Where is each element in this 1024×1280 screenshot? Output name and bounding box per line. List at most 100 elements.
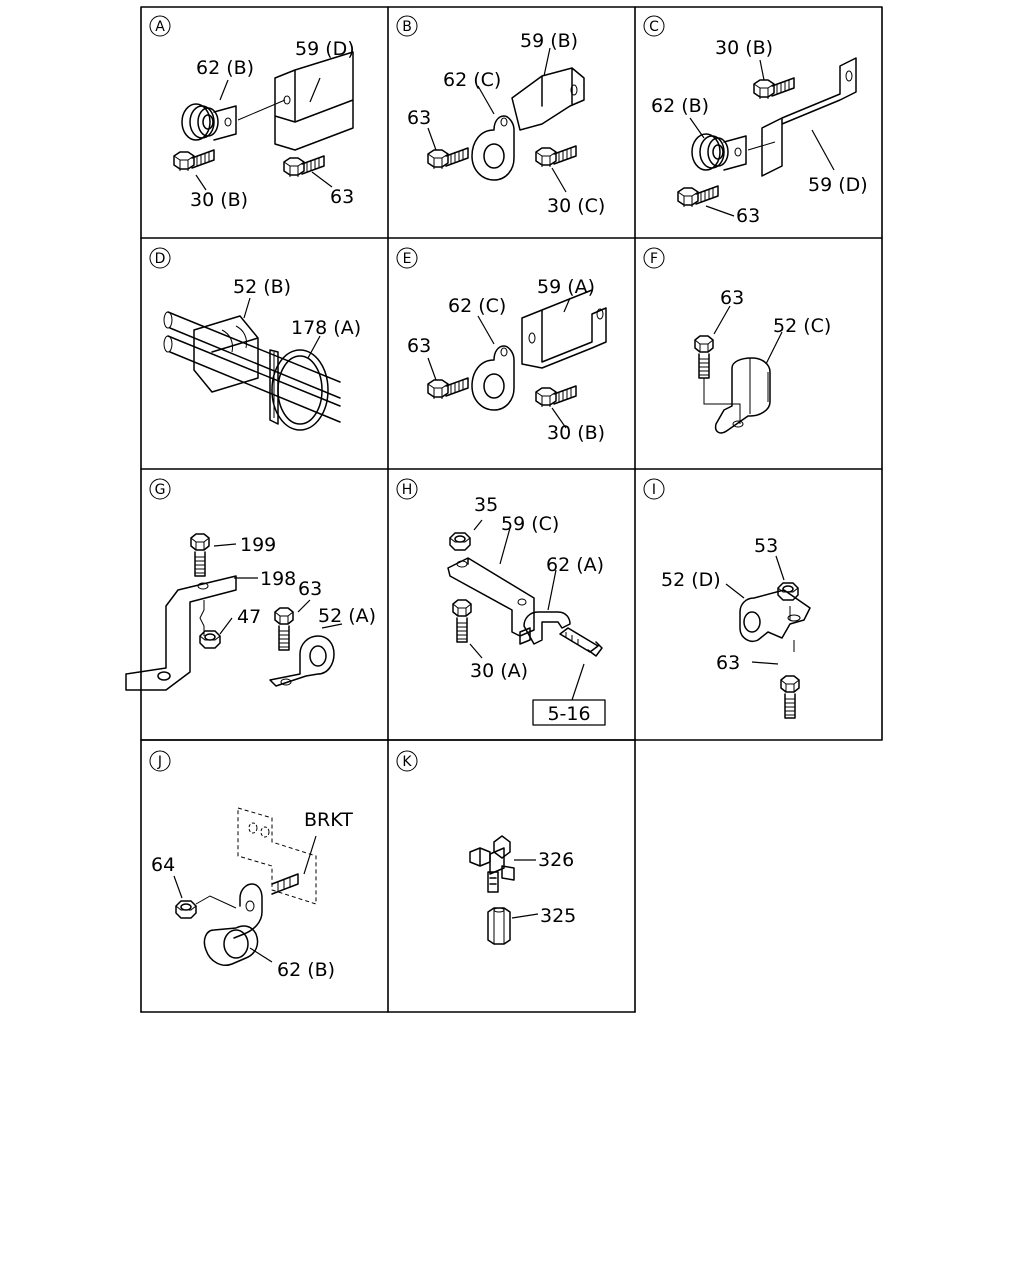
panel-letter-b: B xyxy=(396,15,418,37)
panel-b: B 59 (B) 62 (C) 63 30 (C) xyxy=(396,15,605,217)
label-clamp: 62 (B) xyxy=(277,959,335,981)
tee-connector-326 xyxy=(469,835,515,893)
p-clamp xyxy=(471,345,515,411)
grommet-clamp xyxy=(181,103,237,141)
label-bolt: 199 xyxy=(240,534,276,556)
svg-text:A: A xyxy=(155,19,165,35)
label-bracket: 59 (C) xyxy=(501,513,559,535)
p-clamp xyxy=(471,115,515,181)
panel-letter-a: A xyxy=(149,15,171,37)
label-spacer: 325 xyxy=(540,905,576,927)
label-bolt: 30 (A) xyxy=(470,660,528,682)
panel-letter-f: F xyxy=(643,247,665,269)
bolt-199 xyxy=(190,533,210,577)
bolt-63 xyxy=(694,335,714,379)
svg-text:B: B xyxy=(402,19,412,35)
label-bolt: 30 (B) xyxy=(190,189,248,211)
band-178a xyxy=(269,349,329,431)
svg-text:F: F xyxy=(650,251,658,267)
label-bolt: 63 xyxy=(716,652,740,674)
label-clamp: 62 (C) xyxy=(443,69,501,91)
label-connector: 326 xyxy=(538,849,574,871)
label-bracket: 59 (D) xyxy=(295,38,355,60)
nut-64 xyxy=(175,900,197,919)
bolt-ref xyxy=(559,627,603,657)
panel-h: H 35 59 (C) 62 (A) 30 (A) 5-16 xyxy=(396,478,606,726)
bracket-part xyxy=(761,57,857,177)
panel-c: C 30 (B) 62 (B) 59 (D) 63 xyxy=(643,15,868,227)
stud-bolt xyxy=(271,873,299,895)
panel-letter-e: E xyxy=(396,247,418,269)
label-nut: 53 xyxy=(754,535,778,557)
svg-text:D: D xyxy=(155,251,166,267)
label-ref: 5-16 xyxy=(547,703,590,725)
panel-g: G 199 198 63 47 52 (A) xyxy=(125,478,376,691)
label-clamp: 62 (A) xyxy=(546,554,604,576)
bolt-63 xyxy=(677,185,719,208)
label-clamp: 62 (B) xyxy=(196,57,254,79)
label-nut: 47 xyxy=(237,606,261,628)
bracket-part xyxy=(521,289,607,369)
panel-letter-g: G xyxy=(149,478,171,500)
panel-i: I 53 52 (D) 63 xyxy=(643,478,811,719)
label-bolt: 30 (B) xyxy=(715,37,773,59)
bolt-63 xyxy=(427,377,469,400)
label-clamp: 62 (C) xyxy=(448,295,506,317)
label-clip: 52 (A) xyxy=(318,605,376,627)
grommet-clamp xyxy=(691,133,747,171)
label-bolt: 63 xyxy=(407,107,431,129)
label-bolt: 63 xyxy=(407,335,431,357)
svg-text:J: J xyxy=(157,754,162,770)
bracket-198 xyxy=(125,575,237,691)
bolt-63 xyxy=(283,155,325,178)
bolt-30b xyxy=(535,385,577,408)
panel-grid-frame xyxy=(140,6,883,1013)
label-clip: 52 (C) xyxy=(773,315,831,337)
bolt-30b xyxy=(753,77,795,100)
clip-52a xyxy=(269,635,335,687)
label-clip: 52 (D) xyxy=(661,569,721,591)
panel-k: K 326 325 xyxy=(396,750,576,945)
clip-52b xyxy=(193,315,259,393)
ref-box: 5-16 xyxy=(532,699,606,726)
svg-text:C: C xyxy=(649,19,659,35)
label-bolt-2: 63 xyxy=(330,186,354,208)
label-clamp: 62 (B) xyxy=(651,95,709,117)
bolt-30c xyxy=(535,145,577,168)
svg-text:I: I xyxy=(652,482,656,498)
bracket-59c xyxy=(447,557,535,637)
label-bracket: 59 (D) xyxy=(808,174,868,196)
bracket-brkt xyxy=(237,807,317,905)
panel-j: J BRKT 64 62 (B) xyxy=(149,750,353,981)
bracket-part xyxy=(511,67,585,131)
panel-letter-k: K xyxy=(396,750,418,772)
label-bolt-2: 30 (C) xyxy=(547,195,605,217)
panel-letter-c: C xyxy=(643,15,665,37)
label-bolt-2: 63 xyxy=(736,205,760,227)
label-clip: 52 (B) xyxy=(233,276,291,298)
clamp-62b xyxy=(203,883,263,966)
pipe-pair xyxy=(163,311,341,423)
svg-text:G: G xyxy=(155,482,166,498)
bolt-30b xyxy=(173,149,215,172)
panel-d: D 52 (B) 178 (A) xyxy=(149,247,361,431)
bolt-63 xyxy=(780,675,800,719)
label-band: 178 (A) xyxy=(291,317,361,339)
svg-text:K: K xyxy=(402,754,412,770)
label-bolt: 63 xyxy=(720,287,744,309)
panel-a: A 59 (D) 62 (B) 30 (B) 63 xyxy=(149,15,355,211)
label-bracket: 198 xyxy=(260,568,296,590)
label-bracket: BRKT xyxy=(304,809,353,831)
clip-52c xyxy=(714,357,771,434)
panel-letter-i: I xyxy=(643,478,665,500)
spacer-325 xyxy=(487,907,511,945)
panel-e: E 62 (C) 59 (A) 63 30 (B) xyxy=(396,247,607,444)
panel-letter-h: H xyxy=(396,478,418,500)
label-nut: 35 xyxy=(474,494,498,516)
label-bolt-2: 30 (B) xyxy=(547,422,605,444)
panel-letter-j: J xyxy=(149,750,171,772)
label-bolt-2: 63 xyxy=(298,578,322,600)
bracket-part xyxy=(274,51,354,151)
label-bracket: 59 (B) xyxy=(520,30,578,52)
